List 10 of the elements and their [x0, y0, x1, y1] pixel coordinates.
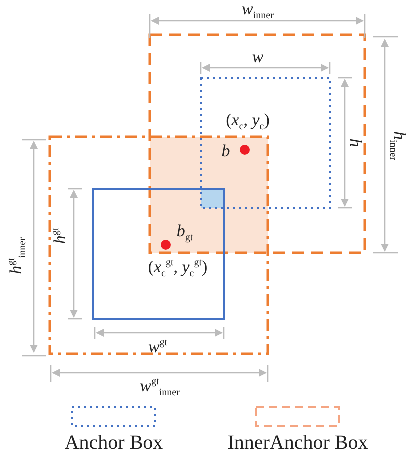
box-label: b: [222, 142, 230, 160]
legend-label: Anchor Box: [64, 433, 164, 453]
legend-label: InnerAnchor Box: [228, 433, 368, 453]
dimension-label: w$^{gt}$: [148, 338, 168, 356]
box-label: b$_{gt}$: [176, 222, 194, 244]
coordinate-label: (x$_{c}$$^{gt}$, y$_{c}$$^{gt}$): [148, 258, 208, 280]
dimension-label: h: [348, 138, 364, 148]
coordinate-label: (x$_{c}$, y$_{c}$): [226, 112, 270, 132]
dimension-label: w$_{inner}$: [242, 0, 274, 22]
dimension-label: w: [252, 48, 264, 66]
